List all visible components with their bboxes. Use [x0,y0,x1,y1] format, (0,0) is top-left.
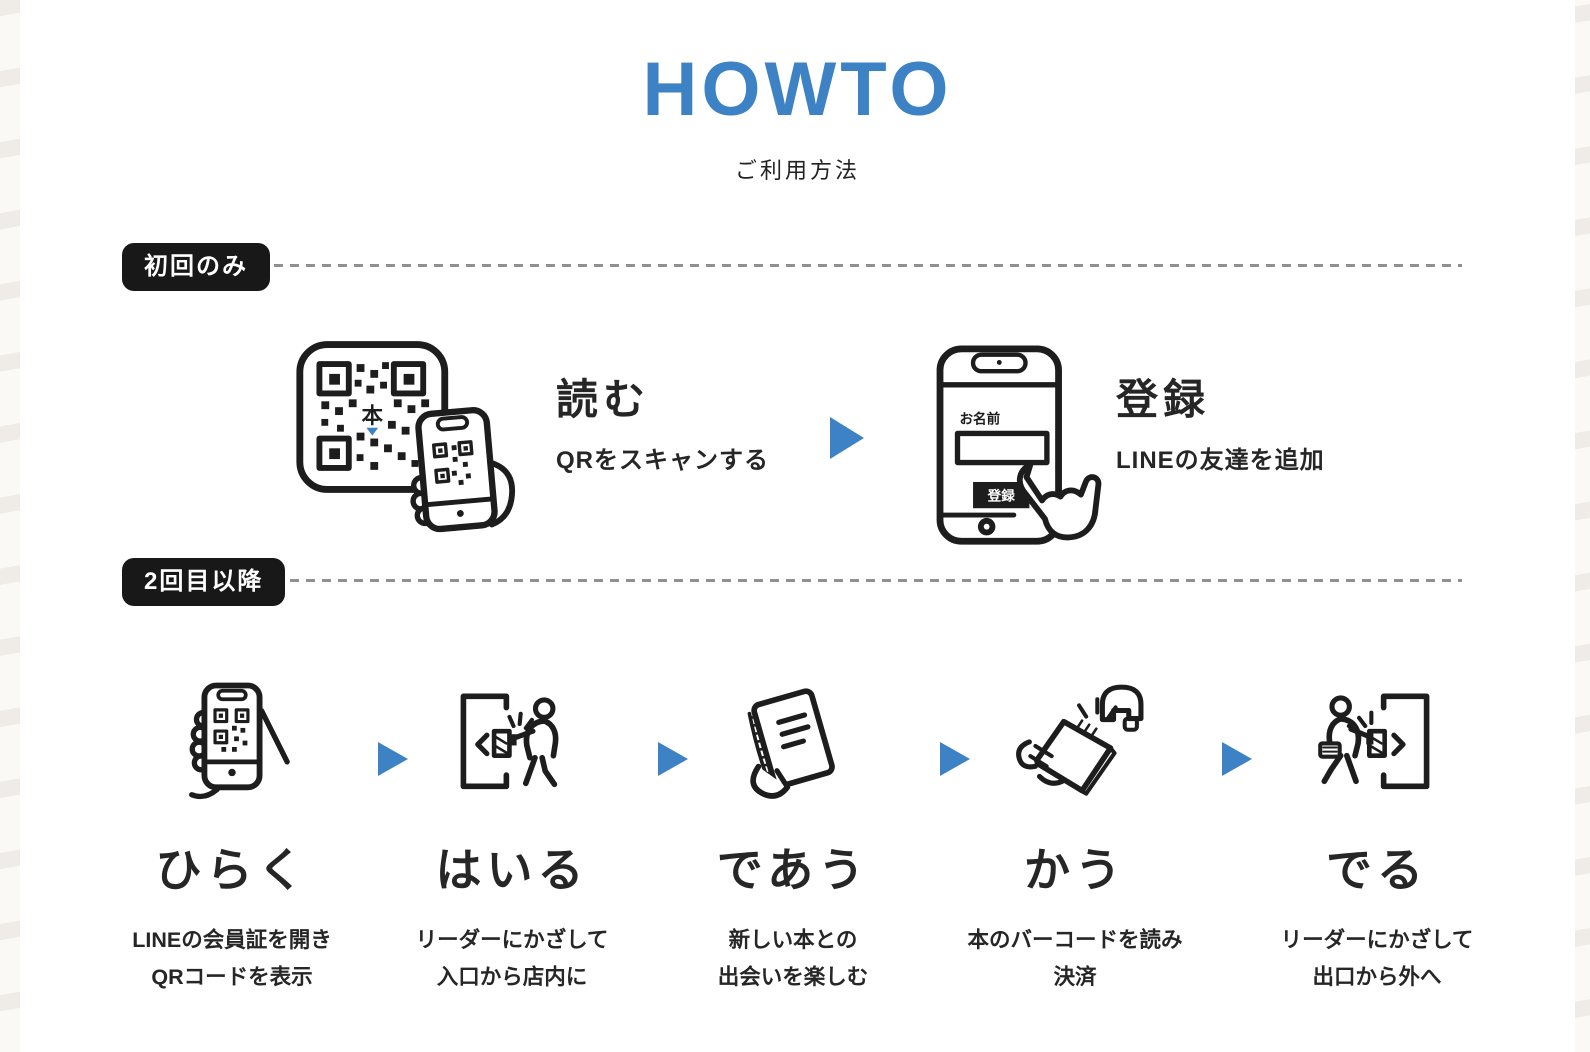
step-open-desc-line2: QRコードを表示 [151,965,313,989]
step-exit-title: でる [1326,844,1428,896]
browse-book-icon [653,672,933,822]
step-open-desc-line1: LINEの会員証を開き [132,928,332,952]
step-enter: はいる リーダーにかざして 入口から店内に [372,672,652,996]
arrow-right-icon [378,742,408,776]
step-read-title: 読む [556,376,651,423]
badge-second-time-onward: 2回目以降 [122,558,286,606]
step-discover-title: であう [716,844,870,896]
page-subtitle: ご利用方法 [734,158,860,183]
step-enter-desc-line2: 入口から店内に [436,965,588,989]
step-discover: であう 新しい本との 出会いを楽しむ [653,672,933,996]
step-discover-desc-line1: 新しい本との [728,928,858,952]
arrow-right-icon [658,742,688,776]
page-title: HOWTO [642,47,953,132]
barcode-scan-pay-icon [935,672,1215,822]
step-exit-desc-line1: リーダーにかざして [1280,928,1474,952]
step-read-description: QRをスキャンする [556,447,769,474]
svg-text:本: 本 [362,404,384,428]
step-enter-title: はいる [435,844,589,896]
phone-membership-qr-icon [92,672,372,822]
badge-first-time-only: 初回のみ [122,243,270,291]
step-open-title: ひらく [155,844,309,896]
arrow-right-icon [830,417,864,459]
step-enter-desc-line1: リーダーにかざして [415,928,609,952]
enter-door-reader-icon [372,672,652,822]
step-buy-desc-line2: 決済 [1053,965,1097,989]
qr-scan-icon: 本 [292,336,527,543]
svg-text:お名前: お名前 [959,411,1000,427]
step-buy-desc-line1: 本のバーコードを読み [967,928,1183,952]
step-exit: でる リーダーにかざして 出口から外へ [1237,672,1517,996]
step-register-title: 登録 [1116,376,1211,423]
step-open: ひらく LINEの会員証を開き QRコードを表示 [92,672,372,996]
section-divider-dashed [130,579,1462,582]
step-register-description: LINEの友達を追加 [1116,447,1325,474]
svg-text:登録: 登録 [987,487,1016,503]
step-buy: かう 本のバーコードを読み 決済 [935,672,1215,996]
howto-section: HOWTO ご利用方法 初回のみ [20,0,1575,1052]
exit-door-reader-icon [1237,672,1517,822]
arrow-right-icon [940,742,970,776]
step-discover-desc-line2: 出会いを楽しむ [717,965,869,989]
step-buy-title: かう [1024,844,1126,896]
section-divider-dashed [130,264,1462,267]
arrow-right-icon [1222,742,1252,776]
step-exit-desc-line2: 出口から外へ [1312,965,1442,989]
register-form-phone-icon: お名前 登録 [916,344,1102,550]
